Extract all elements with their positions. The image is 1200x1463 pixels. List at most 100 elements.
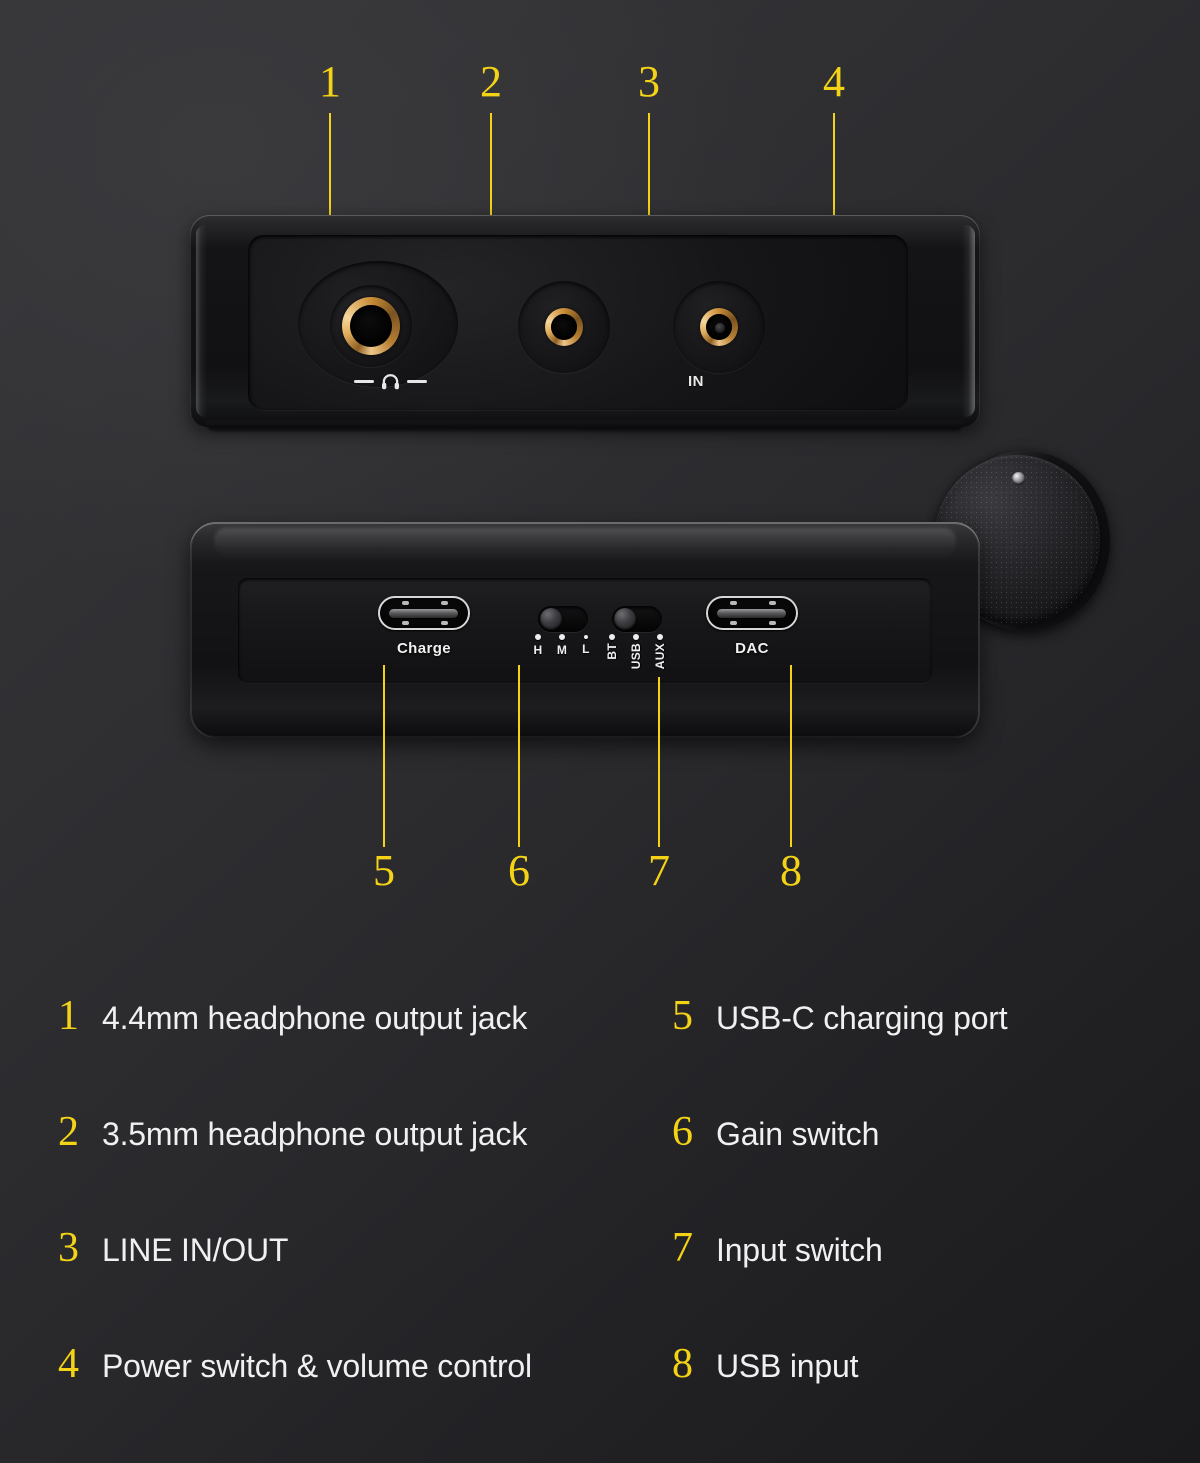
legend-item-8: 8 USB input bbox=[672, 1343, 1172, 1459]
legend-item-3: 3 LINE IN/OUT bbox=[58, 1227, 678, 1343]
callout-number-7: 7 bbox=[648, 846, 670, 895]
leader-line-4 bbox=[833, 113, 835, 248]
input-option-usb[interactable]: USB bbox=[624, 634, 648, 669]
legend-number: 7 bbox=[672, 1225, 693, 1271]
callout-number-8: 8 bbox=[780, 846, 802, 895]
legend-number: 8 bbox=[672, 1341, 693, 1387]
leader-line-5 bbox=[383, 665, 385, 847]
legend-number: 6 bbox=[672, 1109, 693, 1155]
headphone-icon-marking bbox=[330, 370, 450, 392]
gain-option-label: H bbox=[533, 643, 543, 657]
usb-c-notch bbox=[769, 621, 776, 625]
legend-number: 5 bbox=[672, 993, 693, 1039]
legend-label: Input switch bbox=[716, 1232, 883, 1268]
leader-line-2 bbox=[490, 113, 492, 296]
usb-c-notch bbox=[441, 621, 448, 625]
input-option-label: USB bbox=[629, 643, 643, 670]
position-dot-icon bbox=[535, 634, 541, 640]
legend-column-right: 5 USB-C charging port 6 Gain switch 7 In… bbox=[672, 995, 1172, 1459]
usb-c-notch bbox=[402, 621, 409, 625]
rear-recessed-panel: Charge H M L bbox=[238, 578, 932, 684]
callout-number-5: 5 bbox=[373, 846, 395, 895]
legend-label: USB-C charging port bbox=[716, 1000, 1008, 1036]
front-recessed-panel: IN bbox=[248, 235, 908, 411]
legend-number: 2 bbox=[58, 1109, 79, 1155]
legend-item-2: 2 3.5mm headphone output jack bbox=[58, 1111, 678, 1227]
line-in-label: IN bbox=[688, 373, 704, 390]
position-dot-icon bbox=[559, 634, 565, 640]
device-rear-face: Charge H M L bbox=[190, 522, 980, 742]
gain-option-label: L bbox=[582, 642, 590, 657]
jack-bore bbox=[350, 305, 392, 347]
callout-number-1: 1 bbox=[319, 57, 341, 106]
jack-4-4mm[interactable] bbox=[330, 285, 412, 367]
jack-3-5mm[interactable] bbox=[518, 281, 610, 373]
input-switch-toggle[interactable] bbox=[614, 608, 636, 630]
legend-item-1: 1 4.4mm headphone output jack bbox=[58, 995, 678, 1111]
usb-c-notch bbox=[730, 621, 737, 625]
legend-number: 4 bbox=[58, 1341, 79, 1387]
jack-bore bbox=[551, 314, 577, 340]
leader-line-7 bbox=[658, 677, 660, 847]
legend-label: Power switch & volume control bbox=[102, 1348, 532, 1384]
callout-number-6: 6 bbox=[508, 846, 530, 895]
position-dot-icon bbox=[609, 634, 615, 640]
input-option-label: BT bbox=[605, 643, 619, 660]
chassis-bevel-right bbox=[962, 225, 975, 417]
leader-line-8 bbox=[790, 665, 792, 847]
marking-dash-left bbox=[353, 379, 374, 383]
legend-item-7: 7 Input switch bbox=[672, 1227, 1172, 1343]
knob-position-indicator-icon bbox=[1012, 472, 1025, 485]
usb-c-notch bbox=[402, 601, 409, 605]
legend-item-4: 4 Power switch & volume control bbox=[58, 1343, 678, 1459]
input-option-aux[interactable]: AUX bbox=[648, 634, 672, 669]
legend: 1 4.4mm headphone output jack 2 3.5mm he… bbox=[0, 995, 1200, 1435]
usb-c-tongue bbox=[389, 609, 458, 618]
legend-number: 1 bbox=[58, 993, 79, 1039]
usb-c-tongue bbox=[717, 609, 786, 618]
legend-label: 3.5mm headphone output jack bbox=[102, 1116, 528, 1152]
input-switch[interactable] bbox=[612, 606, 662, 632]
leader-line-1 bbox=[329, 113, 331, 299]
leader-line-3 bbox=[648, 113, 650, 296]
gain-option-l[interactable]: L bbox=[574, 634, 598, 656]
input-option-label: AUX bbox=[653, 643, 667, 670]
legend-column-left: 1 4.4mm headphone output jack 2 3.5mm he… bbox=[58, 995, 678, 1459]
position-dot-icon bbox=[657, 634, 663, 640]
device-front-face: IN bbox=[190, 215, 1110, 631]
input-switch-positions: BT USB AUX bbox=[600, 634, 672, 669]
legend-number: 3 bbox=[58, 1225, 79, 1271]
marking-dash-right bbox=[406, 379, 427, 383]
legend-item-5: 5 USB-C charging port bbox=[672, 995, 1172, 1111]
usb-c-notch bbox=[441, 601, 448, 605]
jack-line-in-out[interactable] bbox=[673, 281, 765, 373]
leader-line-6 bbox=[518, 665, 520, 847]
usb-c-dac-port[interactable] bbox=[706, 596, 798, 630]
callout-number-3: 3 bbox=[638, 57, 660, 106]
gain-option-h[interactable]: H bbox=[526, 634, 550, 657]
gain-switch-toggle[interactable] bbox=[540, 608, 562, 630]
dac-port-label: DAC bbox=[735, 640, 769, 657]
position-dot-icon bbox=[633, 634, 639, 640]
legend-item-6: 6 Gain switch bbox=[672, 1111, 1172, 1227]
legend-label: LINE IN/OUT bbox=[102, 1232, 289, 1268]
gain-option-label: M bbox=[556, 643, 568, 657]
jack-center-pin bbox=[715, 323, 725, 333]
gain-switch[interactable] bbox=[538, 606, 588, 632]
chassis-top-gloss bbox=[214, 528, 956, 562]
legend-label: Gain switch bbox=[716, 1116, 880, 1152]
chassis-bevel-left bbox=[196, 225, 207, 417]
usb-c-notch bbox=[769, 601, 776, 605]
legend-label: 4.4mm headphone output jack bbox=[102, 1000, 528, 1036]
gain-switch-positions: H M L bbox=[526, 634, 598, 657]
usb-c-charge-port[interactable] bbox=[378, 596, 470, 630]
legend-label: USB input bbox=[716, 1348, 859, 1384]
callout-number-2: 2 bbox=[480, 57, 502, 106]
headphone-icon bbox=[381, 373, 399, 389]
callout-number-4: 4 bbox=[823, 57, 845, 106]
chassis-bottom-lip-front bbox=[206, 421, 964, 433]
charge-port-label: Charge bbox=[396, 640, 452, 657]
input-option-bt[interactable]: BT bbox=[600, 634, 624, 660]
gain-option-m[interactable]: M bbox=[550, 634, 574, 657]
